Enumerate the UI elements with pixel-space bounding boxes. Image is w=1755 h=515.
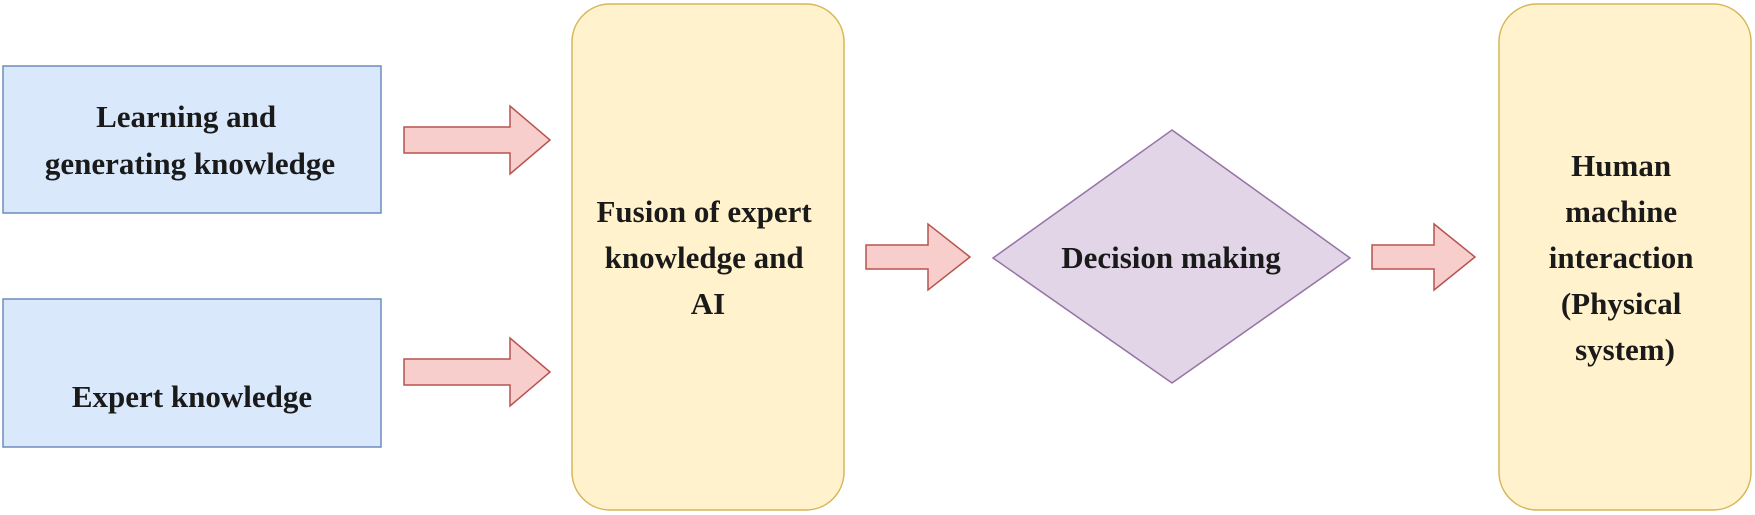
node-hmi-line-3: interaction xyxy=(1549,240,1694,275)
svg-text:Decision making: Decision making xyxy=(1061,240,1281,275)
arrow-expert-to-fusion xyxy=(403,336,552,408)
node-fusion-box xyxy=(571,3,845,511)
node-hmi-box xyxy=(1498,3,1752,511)
node-expert: Expert knowledge xyxy=(2,298,382,448)
node-hmi-line-1: Human xyxy=(1571,148,1671,183)
node-hmi-line-2: machine xyxy=(1565,194,1677,229)
svg-text:Expert knowledge: Expert knowledge xyxy=(72,379,312,414)
node-expert-line-1: Expert knowledge xyxy=(72,379,312,414)
node-hmi-line-4: (Physical xyxy=(1561,286,1682,321)
arrow-learning-to-fusion xyxy=(403,104,552,176)
node-learning: Learning and generating knowledge xyxy=(2,65,382,214)
node-learning-box xyxy=(2,65,382,214)
node-hmi-line-5: system) xyxy=(1575,332,1675,367)
svg-text:Learning and generating: Learning and generating knowledge xyxy=(45,99,335,181)
node-learning-line-1: Learning and xyxy=(96,99,276,134)
node-learning-line-2: generating knowledge xyxy=(45,146,335,181)
node-decision: Decision making xyxy=(991,129,1352,384)
arrow-decision-to-hmi xyxy=(1371,222,1477,292)
arrow-fusion-to-decision xyxy=(865,222,972,292)
node-decision-line-1: Decision making xyxy=(1061,240,1281,275)
node-fusion-line-2: knowledge and xyxy=(605,240,804,275)
node-hmi: Human machine interaction (Physical syst… xyxy=(1498,3,1752,511)
node-fusion-line-3: AI xyxy=(691,286,725,321)
node-expert-box xyxy=(2,298,382,448)
node-fusion-line-1: Fusion of expert xyxy=(596,194,812,229)
node-fusion: Fusion of expert knowledge and AI xyxy=(571,3,845,511)
svg-text:Human machine inte: Human machine interaction (Physical syst… xyxy=(1549,148,1701,367)
node-decision-diamond xyxy=(991,129,1352,384)
svg-text:Fusion of expert knowled: Fusion of expert knowledge and AI xyxy=(596,194,819,321)
